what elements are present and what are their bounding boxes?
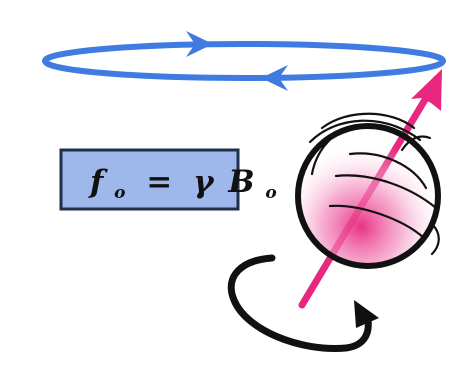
- sphere-outline: [295, 123, 441, 269]
- formula-lhs: f: [88, 164, 108, 200]
- orbit-arrow-right-icon: [186, 31, 213, 57]
- formula-lhs-subscript: o: [114, 183, 125, 203]
- formula-box-frame: [59, 148, 240, 211]
- orbit-ellipse: [42, 41, 446, 81]
- precession-orbit: [42, 31, 446, 91]
- spin-rotation: [227, 254, 379, 352]
- formula-equals: =: [146, 164, 172, 200]
- spin-arrowhead-icon: [354, 300, 379, 328]
- moment-arrowhead-icon: [411, 69, 442, 111]
- sphere-spin-lines: [308, 112, 440, 256]
- spinning-sphere: [295, 112, 441, 269]
- orbit-arrow-left-icon: [261, 65, 288, 91]
- sphere-body: [298, 126, 438, 266]
- formula-rhs: B: [227, 164, 254, 200]
- formula-box: f o = γ B o: [59, 148, 277, 211]
- formula-text: f o = γ B o: [88, 164, 277, 206]
- spin-arrow-curve: [227, 254, 372, 352]
- formula-gamma: γ: [193, 164, 215, 200]
- formula-rhs-subscript: o: [265, 183, 276, 203]
